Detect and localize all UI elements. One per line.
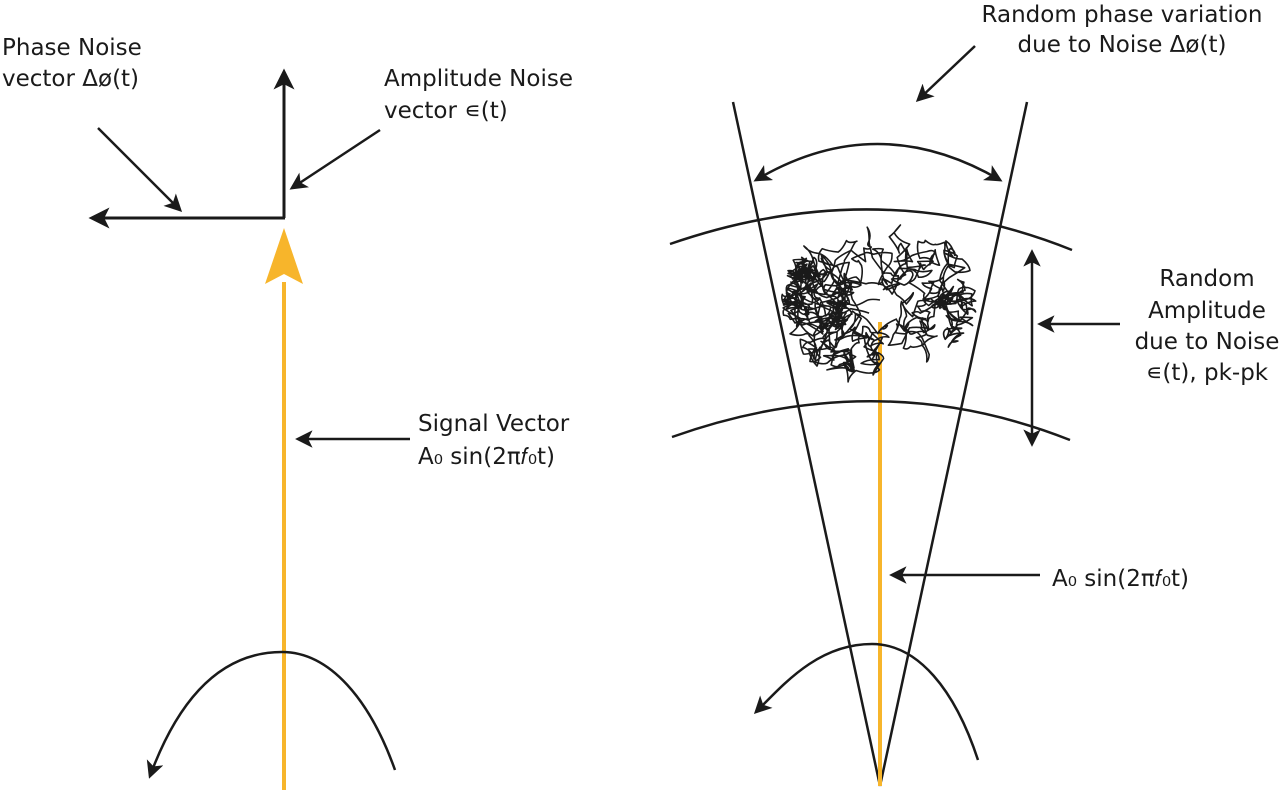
rotation-arc-left: [146, 650, 397, 779]
signal-vector-label-line2: A₀ sin(2π𝑓₀t): [418, 444, 555, 470]
phase-noise-pointer-arrow: [97, 127, 183, 213]
amplitude-noise-label-line1: Amplitude Noise: [384, 66, 573, 92]
signal-label-right: A₀ sin(2π𝑓₀t): [1052, 566, 1189, 592]
random-amplitude-label-line1: Random: [1159, 266, 1254, 292]
noise-cloud: [781, 224, 977, 383]
random-amplitude-label-line3: due to Noise: [1135, 329, 1280, 355]
right-diagram: Random phase variation due to Noise Δø(t…: [669, 2, 1280, 787]
rotation-arc-right: [753, 642, 980, 761]
signal-vector-label-line1: Signal Vector: [418, 411, 570, 437]
lower-amplitude-arc: [671, 400, 1071, 442]
noise-scribble: [781, 224, 977, 383]
phase-variation-label-line2: due to Noise Δø(t): [1018, 32, 1227, 58]
left-diagram: Phase Noise vector Δø(t) Amplitude Noise…: [2, 35, 573, 790]
amplitude-noise-label-line2: vector ∊(t): [384, 98, 508, 124]
cone-left-edge: [731, 101, 882, 787]
random-amplitude-label-line2: Amplitude: [1148, 298, 1266, 324]
phase-variation-pointer-arrow: [915, 45, 976, 103]
phase-noise-label-line2: vector Δø(t): [2, 66, 139, 92]
upper-amplitude-arc: [669, 208, 1073, 252]
phase-variation-arc: [753, 142, 1003, 182]
cone-right-edge: [878, 101, 1029, 787]
phase-noise-label-line1: Phase Noise: [2, 35, 142, 61]
amplitude-noise-pointer-arrow: [289, 128, 381, 190]
phase-variation-label-line1: Random phase variation: [982, 2, 1263, 28]
signal-vector-arrowhead: [265, 228, 303, 284]
random-amplitude-label-line4: ∊(t), pk-pk: [1146, 360, 1269, 386]
